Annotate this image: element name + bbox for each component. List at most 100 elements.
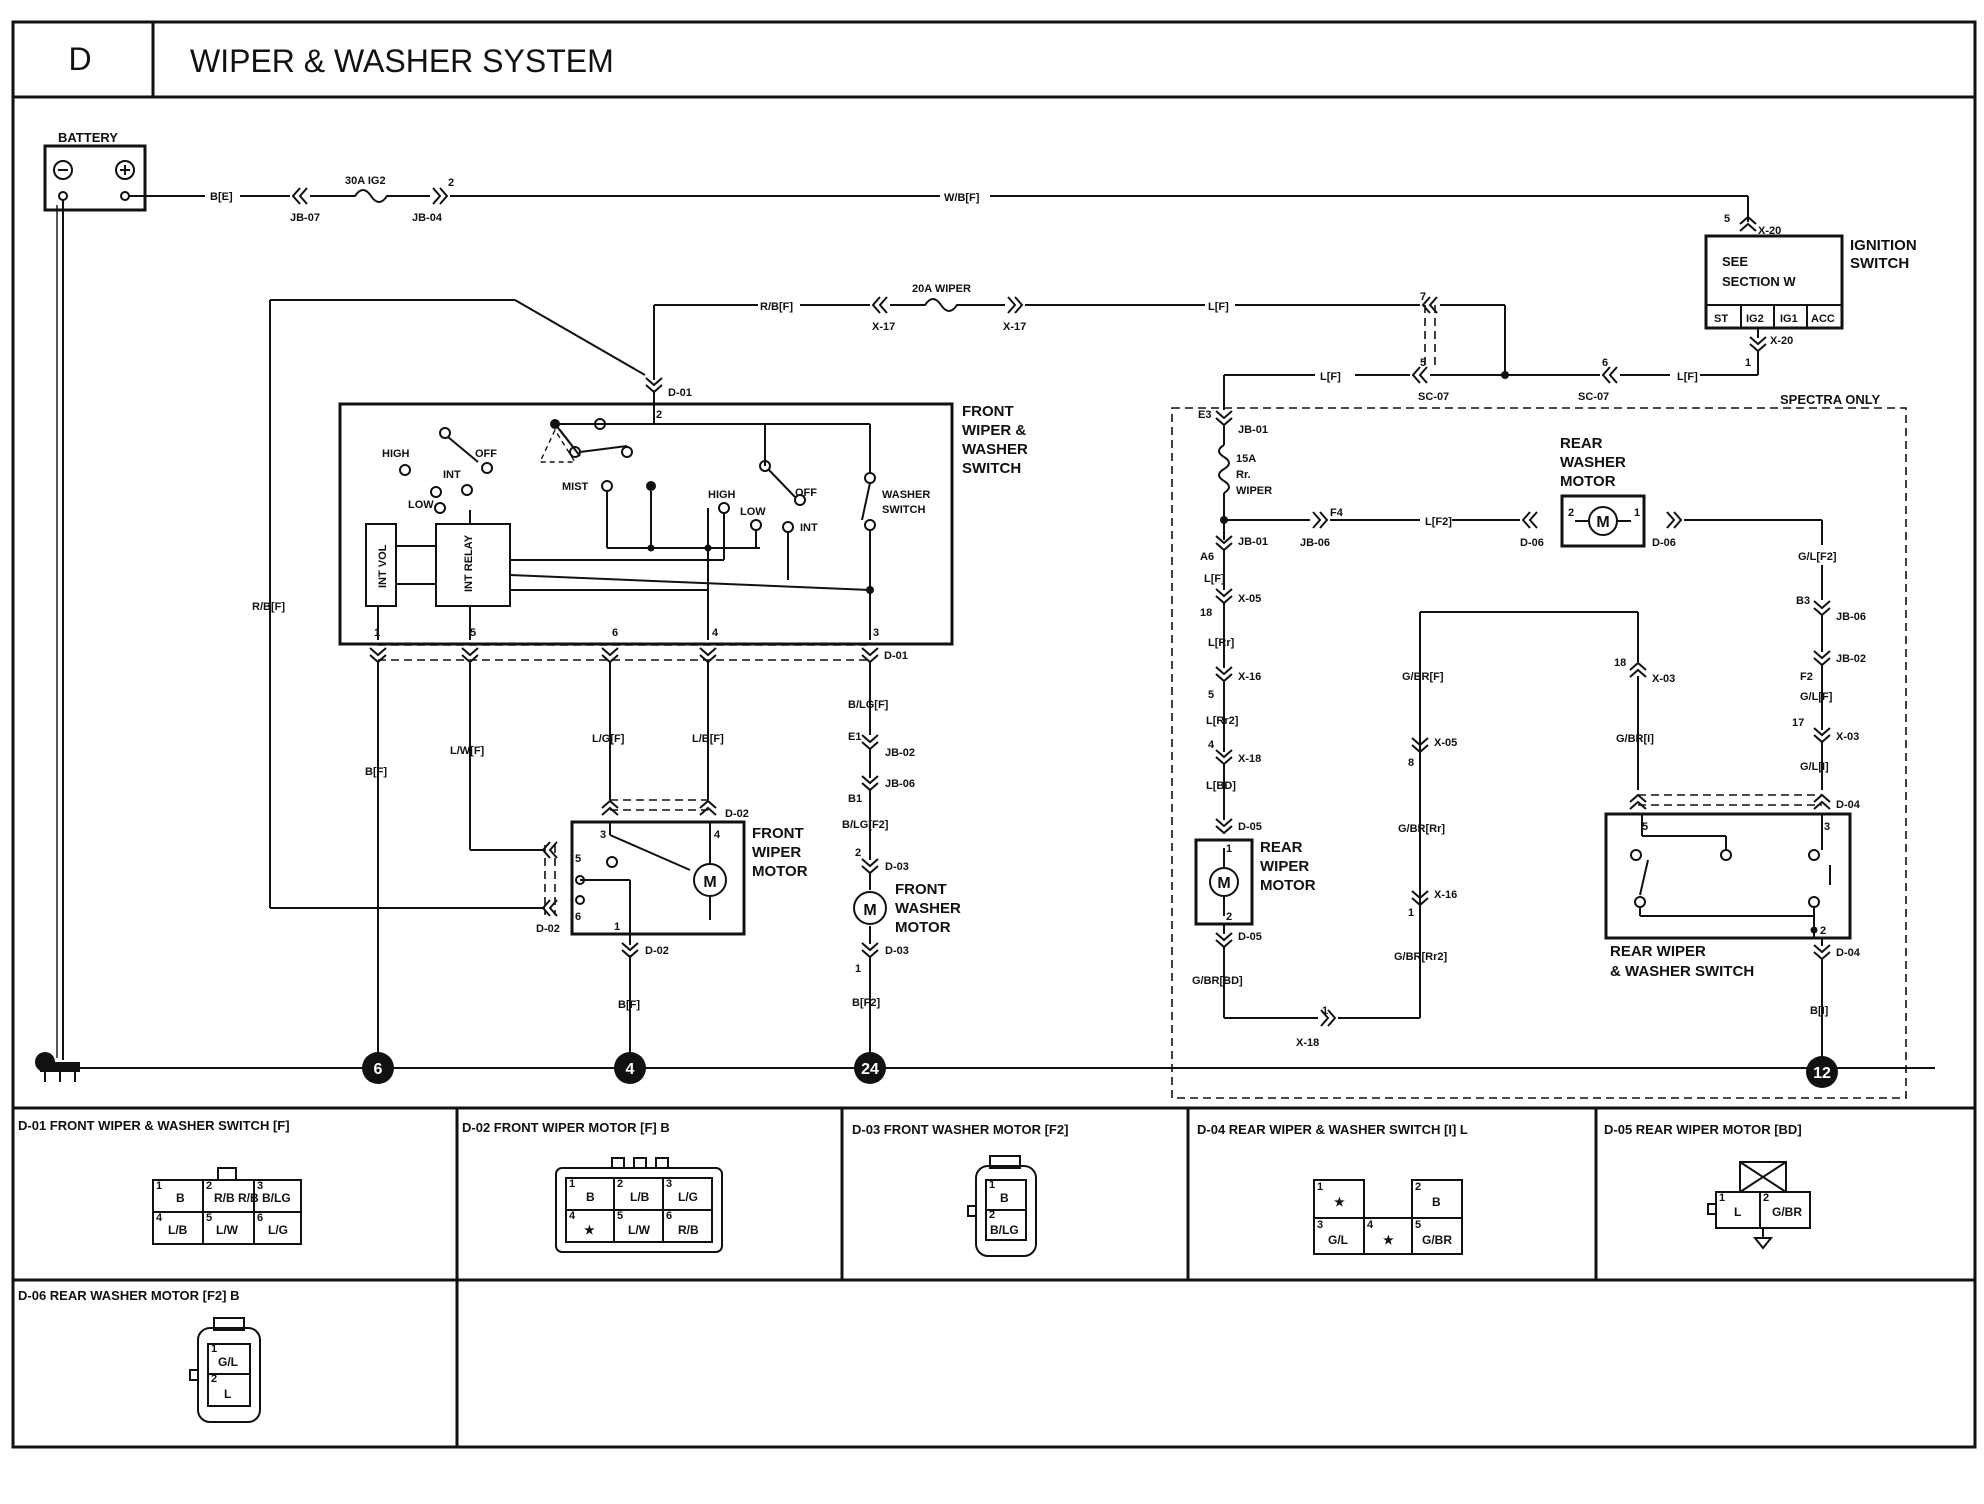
front-washer-motor-icon <box>853 891 887 925</box>
svg-text:JB-01: JB-01 <box>1238 536 1268 548</box>
svg-text:5: 5 <box>1724 213 1730 225</box>
svg-text:2: 2 <box>211 1373 217 1385</box>
svg-text:MOTOR: MOTOR <box>752 863 808 880</box>
svg-text:6: 6 <box>612 627 618 639</box>
svg-text:15A: 15A <box>1236 453 1256 465</box>
svg-text:SECTION W: SECTION W <box>1722 274 1796 289</box>
svg-text:7: 7 <box>1420 291 1426 303</box>
svg-text:1: 1 <box>569 1178 575 1190</box>
svg-text:G/L[F]: G/L[F] <box>1800 691 1833 703</box>
svg-text:JB-07: JB-07 <box>290 212 320 224</box>
svg-text:MOTOR: MOTOR <box>1260 877 1316 894</box>
svg-text:4: 4 <box>714 829 721 841</box>
svg-text:★: ★ <box>1334 1195 1345 1209</box>
ground-point-12 <box>1806 1056 1838 1088</box>
svg-text:L[F2]: L[F2] <box>1425 516 1452 528</box>
svg-text:SC-07: SC-07 <box>1578 391 1609 403</box>
svg-text:D-03: D-03 <box>885 861 909 873</box>
conn-d02-view: 1 B 2 L/B 3 L/G 4 ★ 5 L/W 6 R/B <box>555 1157 723 1253</box>
svg-text:G/BR[Rr2]: G/BR[Rr2] <box>1394 951 1448 963</box>
svg-text:F2: F2 <box>1800 671 1813 683</box>
svg-text:2: 2 <box>855 847 861 859</box>
svg-text:L: L <box>1734 1205 1741 1219</box>
fuse-15a-icon <box>1218 444 1230 494</box>
svg-text:L/W: L/W <box>216 1223 239 1237</box>
svg-text:2: 2 <box>448 177 454 189</box>
svg-text:X-16: X-16 <box>1238 671 1261 683</box>
svg-text:1: 1 <box>1634 507 1640 519</box>
svg-text:2: 2 <box>1226 911 1232 923</box>
svg-text:B/LG[F2]: B/LG[F2] <box>842 819 889 831</box>
spectra-only-box <box>1171 407 1907 1099</box>
svg-text:SC-07: SC-07 <box>1418 391 1449 403</box>
rear-switch-label: REAR WIPER <box>1610 943 1706 960</box>
svg-text:MOTOR: MOTOR <box>1560 473 1616 490</box>
svg-text:D-05: D-05 <box>1238 931 1262 943</box>
svg-text:G/BR: G/BR <box>1772 1205 1802 1219</box>
svg-text:X-16: X-16 <box>1434 889 1457 901</box>
svg-text:M: M <box>703 874 716 891</box>
svg-text:SWITCH: SWITCH <box>882 504 925 516</box>
svg-text:★: ★ <box>1383 1233 1394 1247</box>
svg-text:L/B[F]: L/B[F] <box>692 733 724 745</box>
svg-text:& WASHER SWITCH: & WASHER SWITCH <box>1610 963 1754 980</box>
svg-text:F4: F4 <box>1330 507 1344 519</box>
conn-d03-title: D-03 FRONT WASHER MOTOR [F2] <box>852 1122 1068 1137</box>
svg-text:G/BR[BD]: G/BR[BD] <box>1192 975 1243 987</box>
svg-text:B: B <box>586 1190 595 1204</box>
svg-text:2: 2 <box>1568 507 1574 519</box>
section-letter: D <box>68 41 91 77</box>
conn-d06-view: 1 G/L 2 L <box>189 1317 261 1423</box>
svg-text:D-04: D-04 <box>1836 799 1861 811</box>
svg-text:WIPER: WIPER <box>1260 858 1309 875</box>
svg-text:B/LG[F]: B/LG[F] <box>848 699 889 711</box>
svg-text:3: 3 <box>257 1180 263 1192</box>
svg-text:R/B R/B: R/B R/B <box>214 1191 259 1205</box>
page-title: WIPER & WASHER SYSTEM <box>190 43 614 79</box>
svg-text:MIST: MIST <box>562 481 589 493</box>
svg-text:1: 1 <box>211 1343 217 1355</box>
svg-text:X-20: X-20 <box>1770 335 1793 347</box>
front-switch-label: FRONT <box>962 403 1014 420</box>
svg-text:1: 1 <box>1226 843 1232 855</box>
svg-text:X-05: X-05 <box>1238 593 1261 605</box>
svg-text:D-02: D-02 <box>725 808 749 820</box>
svg-text:★: ★ <box>584 1223 595 1237</box>
conn-d01-title: D-01 FRONT WIPER & WASHER SWITCH [F] <box>18 1118 290 1133</box>
svg-text:SEE: SEE <box>1722 254 1748 269</box>
svg-text:JB-06: JB-06 <box>885 778 915 790</box>
svg-text:L[Rr2]: L[Rr2] <box>1206 715 1239 727</box>
svg-text:LOW: LOW <box>740 506 766 518</box>
svg-text:JB-02: JB-02 <box>1836 653 1866 665</box>
rear-washer-motor <box>1560 494 1646 548</box>
svg-text:WASHER: WASHER <box>882 489 930 501</box>
svg-text:2: 2 <box>1415 1181 1421 1193</box>
svg-text:B: B <box>176 1191 185 1205</box>
svg-text:ACC: ACC <box>1811 313 1835 325</box>
svg-text:G/L: G/L <box>1328 1233 1348 1247</box>
svg-text:L[F]: L[F] <box>1320 371 1341 383</box>
rear-wiper-washer-switch <box>1604 812 1852 940</box>
svg-text:WIPER: WIPER <box>752 844 801 861</box>
svg-text:G/BR[I]: G/BR[I] <box>1616 733 1654 745</box>
svg-text:G/L: G/L <box>218 1355 238 1369</box>
front-wiper-motor-label: FRONT <box>752 825 804 842</box>
svg-text:3: 3 <box>666 1178 672 1190</box>
svg-text:WASHER: WASHER <box>895 900 961 917</box>
svg-text:1: 1 <box>614 921 620 933</box>
svg-text:SWITCH: SWITCH <box>1850 255 1909 272</box>
svg-text:E3: E3 <box>1198 409 1211 421</box>
svg-text:D-02: D-02 <box>645 945 669 957</box>
svg-text:8: 8 <box>1408 757 1414 769</box>
svg-text:5: 5 <box>470 627 476 639</box>
svg-text:R/B[F]: R/B[F] <box>252 601 285 613</box>
rear-wiper-motor-label: REAR <box>1260 839 1303 856</box>
svg-text:X-17: X-17 <box>872 321 895 333</box>
svg-text:INT RELAY: INT RELAY <box>463 534 475 592</box>
conn-d01-view: 1 B 2 R/B R/B 3 B/LG 4 L/B 5 L/W 6 L/G <box>152 1167 302 1245</box>
fuse-30a-icon <box>310 189 430 203</box>
svg-text:L[F]: L[F] <box>1677 371 1698 383</box>
svg-text:6: 6 <box>374 1061 383 1078</box>
battery-negative-icon <box>53 160 73 180</box>
svg-text:JB-06: JB-06 <box>1836 611 1866 623</box>
